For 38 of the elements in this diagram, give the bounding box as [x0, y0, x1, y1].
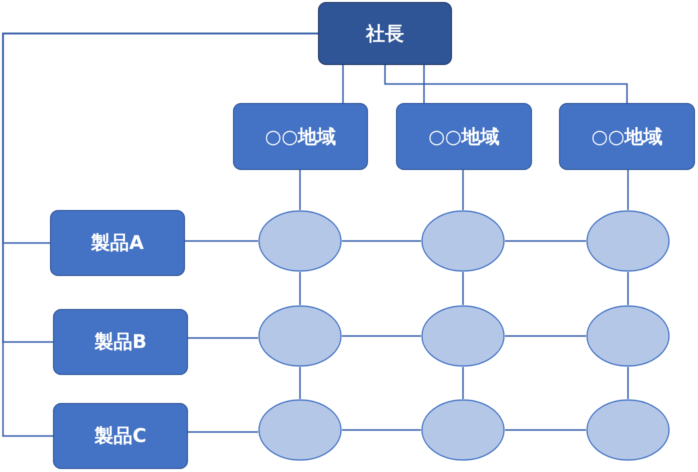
product-box: 製品A [50, 210, 185, 276]
region-box: ○○地域 [396, 103, 532, 170]
connector-line [188, 337, 258, 339]
ellipse-node [586, 210, 670, 272]
connector-line [627, 272, 629, 305]
ellipse-node [586, 399, 670, 461]
connector-line [299, 272, 301, 305]
ellipse-node [421, 305, 505, 367]
ellipse-node [258, 399, 342, 461]
connector-line [505, 429, 586, 431]
region-box: ○○地域 [559, 103, 695, 170]
connector-line [462, 170, 464, 210]
connector-line [299, 367, 301, 399]
region-box: ○○地域 [233, 103, 368, 170]
connector-line [342, 65, 344, 103]
connector-line [185, 240, 258, 242]
connector-line [2, 32, 318, 437]
ellipse-node [586, 305, 670, 367]
connector-line [299, 170, 301, 210]
connector-line [462, 272, 464, 305]
connector-line [505, 335, 586, 337]
connector-line [188, 431, 258, 433]
product-box: 製品B [53, 309, 188, 375]
connector-line [627, 367, 629, 399]
ellipse-node [421, 210, 505, 272]
executive-box: 社長 [318, 2, 452, 65]
connector-line [342, 240, 421, 242]
connector-line [627, 170, 629, 210]
ellipse-node [421, 399, 505, 461]
ellipse-node [258, 305, 342, 367]
product-box: 製品C [53, 403, 188, 469]
connector-line [423, 65, 425, 103]
connector-line [505, 240, 586, 242]
connector-line [342, 429, 421, 431]
connector-line [384, 65, 628, 103]
connector-line [342, 335, 421, 337]
connector-line [462, 367, 464, 399]
ellipse-node [258, 210, 342, 272]
